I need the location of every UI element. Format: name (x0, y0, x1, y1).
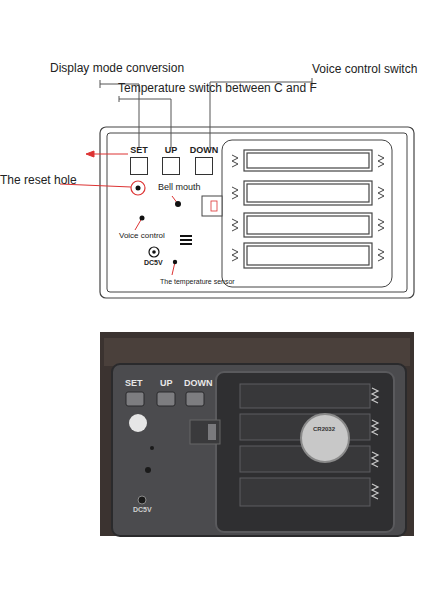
reset-hole-dot (136, 186, 141, 191)
callout-label: Voice control switch (312, 63, 417, 76)
photo-mic (145, 467, 151, 473)
photo-coin-cell (301, 414, 349, 462)
speaker-grille (180, 236, 192, 244)
bell-mouth (175, 201, 181, 207)
photo-wood (100, 332, 414, 536)
voice-control-mic (140, 216, 145, 221)
panel-outer (100, 127, 414, 298)
callout-label: The reset hole (0, 174, 77, 187)
photo-panel (112, 364, 406, 536)
callout-label: The temperature sensor (160, 278, 235, 286)
photo-battery-slots (240, 384, 370, 506)
callout-label: Temperature switch between C and F (118, 82, 317, 95)
dc-jack-pin (152, 250, 156, 254)
callout-label: CR2032 (313, 426, 335, 433)
button-label: SET (121, 145, 157, 155)
button-box: UP (162, 157, 180, 175)
photo-battery-compartment (216, 372, 394, 532)
photo-bell-mouth (150, 446, 154, 450)
button-box: SET (130, 157, 148, 175)
reset-hole (131, 181, 145, 195)
springs (232, 155, 384, 261)
photo-wood-grain (104, 338, 410, 366)
callout-label: Bell mouth (158, 183, 201, 193)
button-box: DOWN (195, 157, 213, 175)
callout-label: UP (160, 379, 173, 389)
switch-slider (211, 201, 217, 211)
photo-buttons (126, 392, 204, 406)
photo-springs (372, 388, 378, 499)
photo-dc-jack (138, 496, 146, 504)
photo-switch-slider (208, 424, 216, 440)
callout-label: Voice control (119, 232, 165, 241)
callout-label: DC5V (133, 506, 152, 514)
dc-jack (149, 247, 159, 257)
red-pointers (60, 151, 178, 275)
callout-label: DC5V (144, 259, 163, 267)
callout-label: Display mode conversion (50, 62, 184, 75)
button-label: UP (153, 145, 189, 155)
photo-reset-sticker (129, 414, 147, 432)
panel-inner (107, 133, 407, 292)
battery-cells (244, 150, 372, 268)
callout-label: SET (125, 379, 143, 389)
photo-switch (190, 420, 220, 444)
button-label: DOWN (186, 145, 222, 155)
callout-label: DOWN (184, 379, 213, 389)
temperature-sensor (173, 260, 177, 264)
battery-compartment (222, 140, 392, 287)
switch (202, 196, 222, 216)
